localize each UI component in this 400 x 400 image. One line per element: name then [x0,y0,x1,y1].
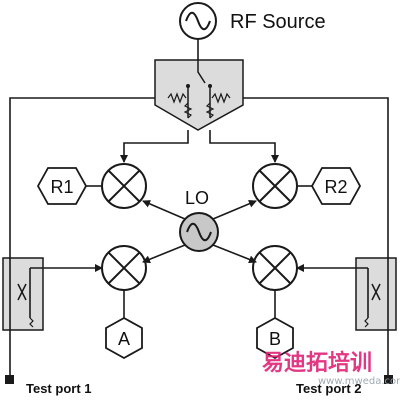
r1-label: R1 [50,177,73,197]
mixer-a [101,245,147,291]
mixer-r1 [101,163,147,209]
splitter-resistor-right [211,92,231,104]
splitter-resistor-center-left [183,102,193,119]
port2-marker [384,375,393,384]
rf-source: RF Source [179,2,326,40]
lo-label: LO [185,188,209,208]
splitter-resistor-left [167,92,187,104]
switch-splitter-outline [154,59,244,131]
ref-path-r1 [120,130,189,163]
mixer-b [252,245,298,291]
port2-label: Test port 2 [296,381,362,396]
port1-label: Test port 1 [26,381,92,396]
watermark: 易迪拓培训 www.mweda.com [262,350,400,387]
lo-sine-icon [186,222,212,242]
port1-marker [5,375,14,384]
coupler-port2 [355,257,397,331]
ref-path-r2 [209,130,279,163]
test-port-1: Test port 1 [5,375,92,396]
splitter-resistor-center-right [205,102,215,119]
receiver-b: B [256,290,294,360]
switch-contact [197,60,206,84]
coupler-port1 [2,257,44,331]
a-label: A [118,329,130,349]
lo-to-r2-arrow [212,200,257,220]
rf-source-label: RF Source [230,11,326,33]
lo-to-a-arrow [142,244,186,264]
sine-icon [185,11,211,31]
receiver-r2: R2 [297,167,362,205]
b-label: B [269,329,281,349]
lo-to-b-arrow [212,244,257,264]
mixer-r2 [252,163,298,209]
receiver-a: A [105,290,143,360]
test-port-2: Test port 2 [296,375,393,396]
switch-splitter-block [154,59,244,131]
lo-to-r1-arrow [142,200,186,220]
watermark-text: 易迪拓培训 [262,350,372,376]
watermark-url: www.mweda.com [318,376,400,387]
local-oscillator: LO [179,188,219,252]
receiver-r1: R1 [36,167,102,205]
r2-label: R2 [324,177,347,197]
